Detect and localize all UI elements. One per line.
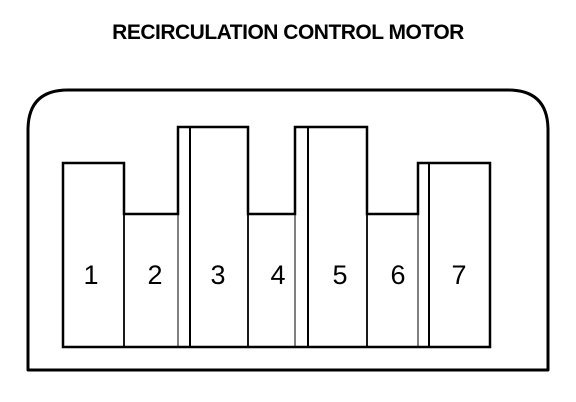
pin-label-5: 5 <box>332 260 347 290</box>
pin-label-3: 3 <box>210 260 225 290</box>
pin-label-1: 1 <box>83 260 98 290</box>
pin-label-6: 6 <box>390 260 405 290</box>
pin-label-2: 2 <box>147 260 162 290</box>
connector-housing <box>26 88 550 372</box>
pin-label-7: 7 <box>451 260 466 290</box>
terminal-block-outline <box>61 125 492 349</box>
page-title: RECIRCULATION CONTROL MOTOR <box>112 21 464 44</box>
pin-label-4: 4 <box>270 260 285 290</box>
